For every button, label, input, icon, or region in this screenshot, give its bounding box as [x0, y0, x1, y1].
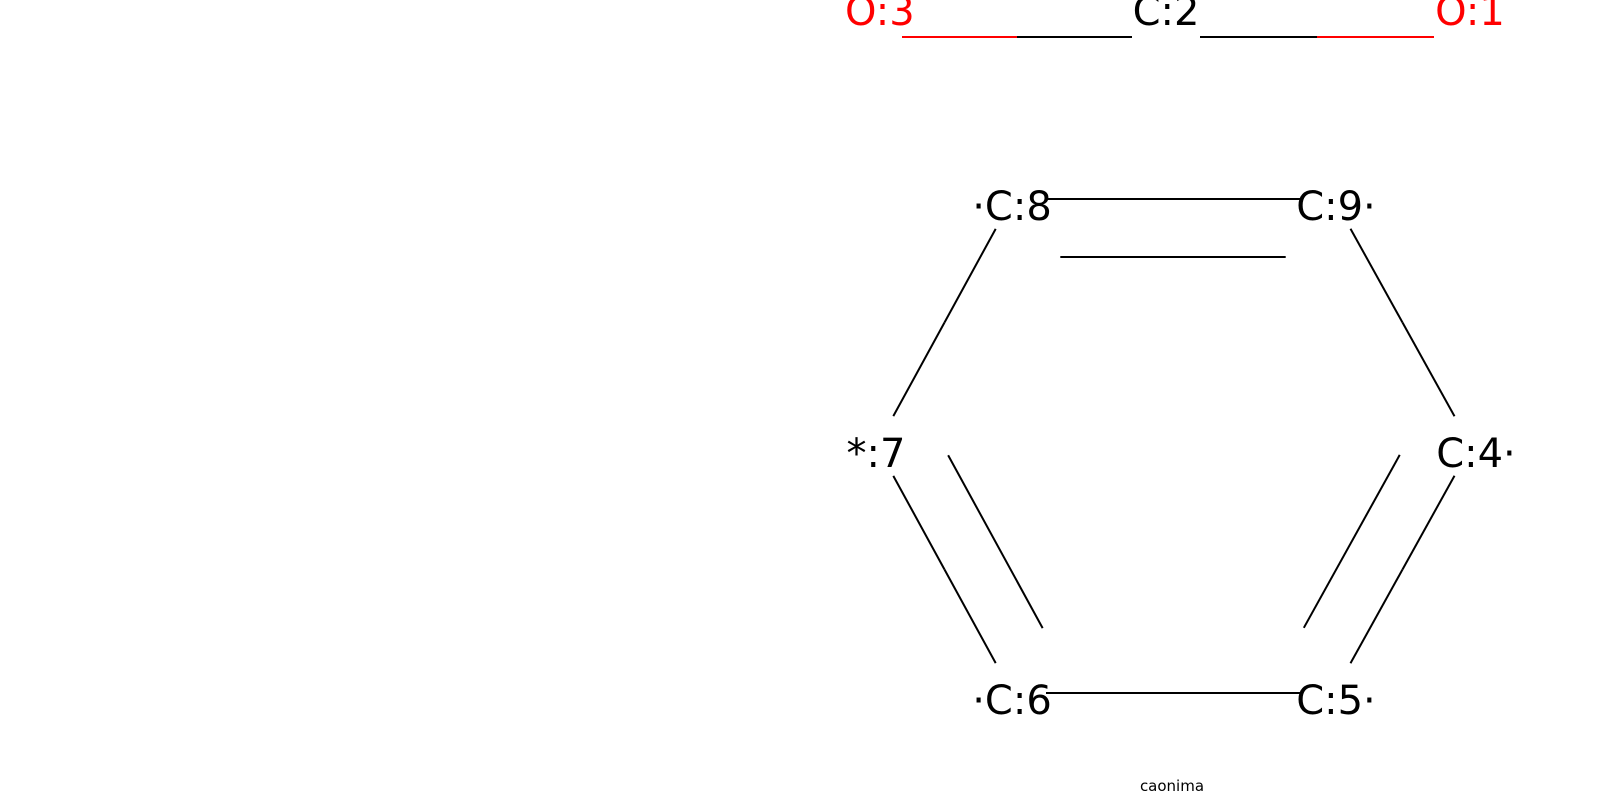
atom-c8-label: ·C:8: [972, 184, 1052, 230]
bond-c4-c5-inner: [1302, 454, 1401, 629]
atom-label-layer: O:3 C:2 O:1 ·C:8 C:9· *:7 C:4· ·C:6 C:5·: [845, 0, 1516, 724]
atom-o1-label: O:1: [1435, 0, 1505, 35]
bond-c6-a7-half-b: [892, 475, 946, 570]
atom-c6-label: ·C:6: [972, 678, 1052, 724]
bond-a7-c8-half-a: [892, 322, 946, 417]
bond-c4-c5-half-b: [1349, 569, 1404, 664]
atom-c5-label: C:5·: [1296, 678, 1376, 724]
bond-c9-c4-half-a: [1349, 228, 1404, 323]
atom-c2-label: C:2: [1133, 0, 1200, 35]
molecule-caption: caonima: [1140, 777, 1204, 795]
bond-c6-a7-inner: [947, 454, 1044, 629]
bond-c9-c4-half-b: [1401, 322, 1456, 417]
atom-o3-label: O:3: [845, 0, 915, 35]
bond-layer: [892, 36, 1456, 694]
bond-c6-a7-half-a: [943, 569, 997, 664]
bond-c4-c5-half-a: [1401, 475, 1456, 570]
atom-7-label: *:7: [847, 431, 906, 477]
atom-c4-label: C:4·: [1436, 431, 1516, 477]
atom-c9-label: C:9·: [1296, 184, 1376, 230]
bond-a7-c8-half-b: [943, 228, 997, 323]
